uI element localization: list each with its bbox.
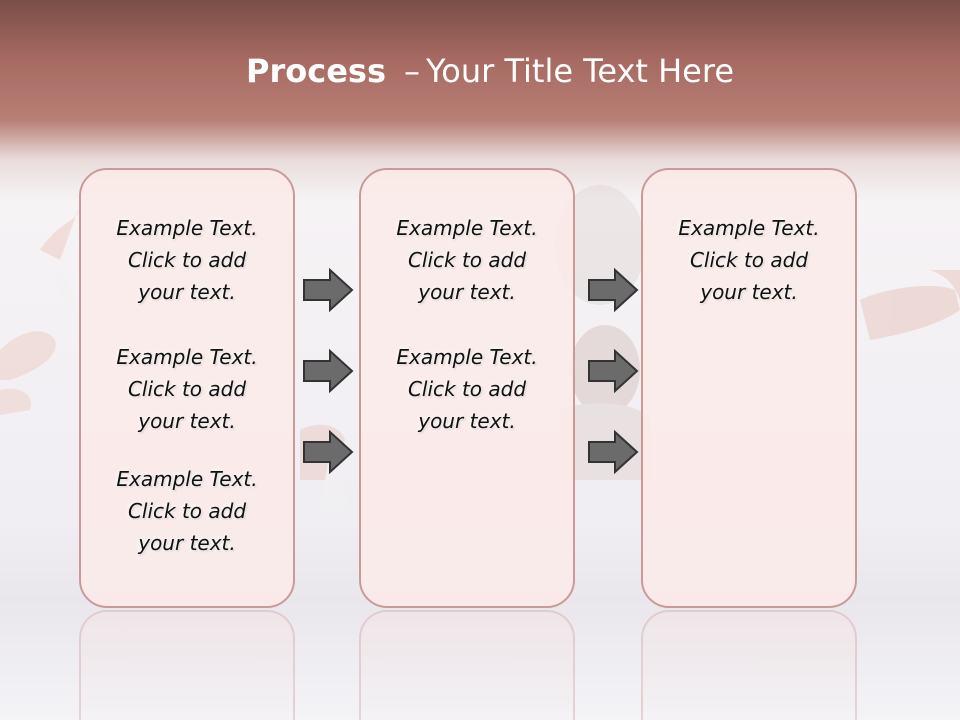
- box-reflection: [79, 610, 295, 720]
- title-bold-text: Process: [246, 52, 386, 90]
- title-dash: –: [403, 52, 420, 90]
- title-text: Your Title Text Here: [425, 52, 734, 90]
- text-line: your text.: [138, 531, 236, 555]
- text-line: Example Text.: [396, 345, 538, 369]
- text-line: Example Text.: [678, 216, 820, 240]
- box-reflection: [359, 610, 575, 720]
- arrow-right-icon: [588, 430, 639, 474]
- text-block[interactable]: Example Text. Click to add your text.: [81, 341, 293, 437]
- text-block[interactable]: Example Text. Click to add your text.: [361, 212, 573, 308]
- text-block[interactable]: Example Text. Click to add your text.: [81, 212, 293, 308]
- text-line: Click to add: [127, 377, 247, 401]
- process-box-1[interactable]: Example Text. Click to add your text. Ex…: [79, 168, 295, 608]
- text-line: your text.: [138, 409, 236, 433]
- text-line: Click to add: [127, 248, 247, 272]
- text-line: your text.: [700, 280, 798, 304]
- arrow-right-icon: [303, 268, 354, 312]
- text-line: Click to add: [407, 248, 527, 272]
- slide-title[interactable]: Process–Your Title Text Here: [0, 52, 960, 90]
- text-line: your text.: [138, 280, 236, 304]
- text-line: Example Text.: [116, 345, 258, 369]
- process-box-2[interactable]: Example Text. Click to add your text. Ex…: [359, 168, 575, 608]
- text-line: Example Text.: [116, 216, 258, 240]
- text-line: Click to add: [689, 248, 809, 272]
- text-block[interactable]: Example Text. Click to add your text.: [361, 341, 573, 437]
- text-line: Example Text.: [396, 216, 538, 240]
- text-line: your text.: [418, 280, 516, 304]
- text-line: Click to add: [407, 377, 527, 401]
- box-reflection: [641, 610, 857, 720]
- text-block[interactable]: Example Text. Click to add your text.: [643, 212, 855, 308]
- process-box-3[interactable]: Example Text. Click to add your text.: [641, 168, 857, 608]
- arrow-right-icon: [303, 349, 354, 393]
- text-line: Click to add: [127, 499, 247, 523]
- arrow-right-icon: [303, 430, 354, 474]
- text-line: your text.: [418, 409, 516, 433]
- arrow-right-icon: [588, 349, 639, 393]
- text-line: Example Text.: [116, 467, 258, 491]
- arrow-right-icon: [588, 268, 639, 312]
- text-block[interactable]: Example Text. Click to add your text.: [81, 463, 293, 559]
